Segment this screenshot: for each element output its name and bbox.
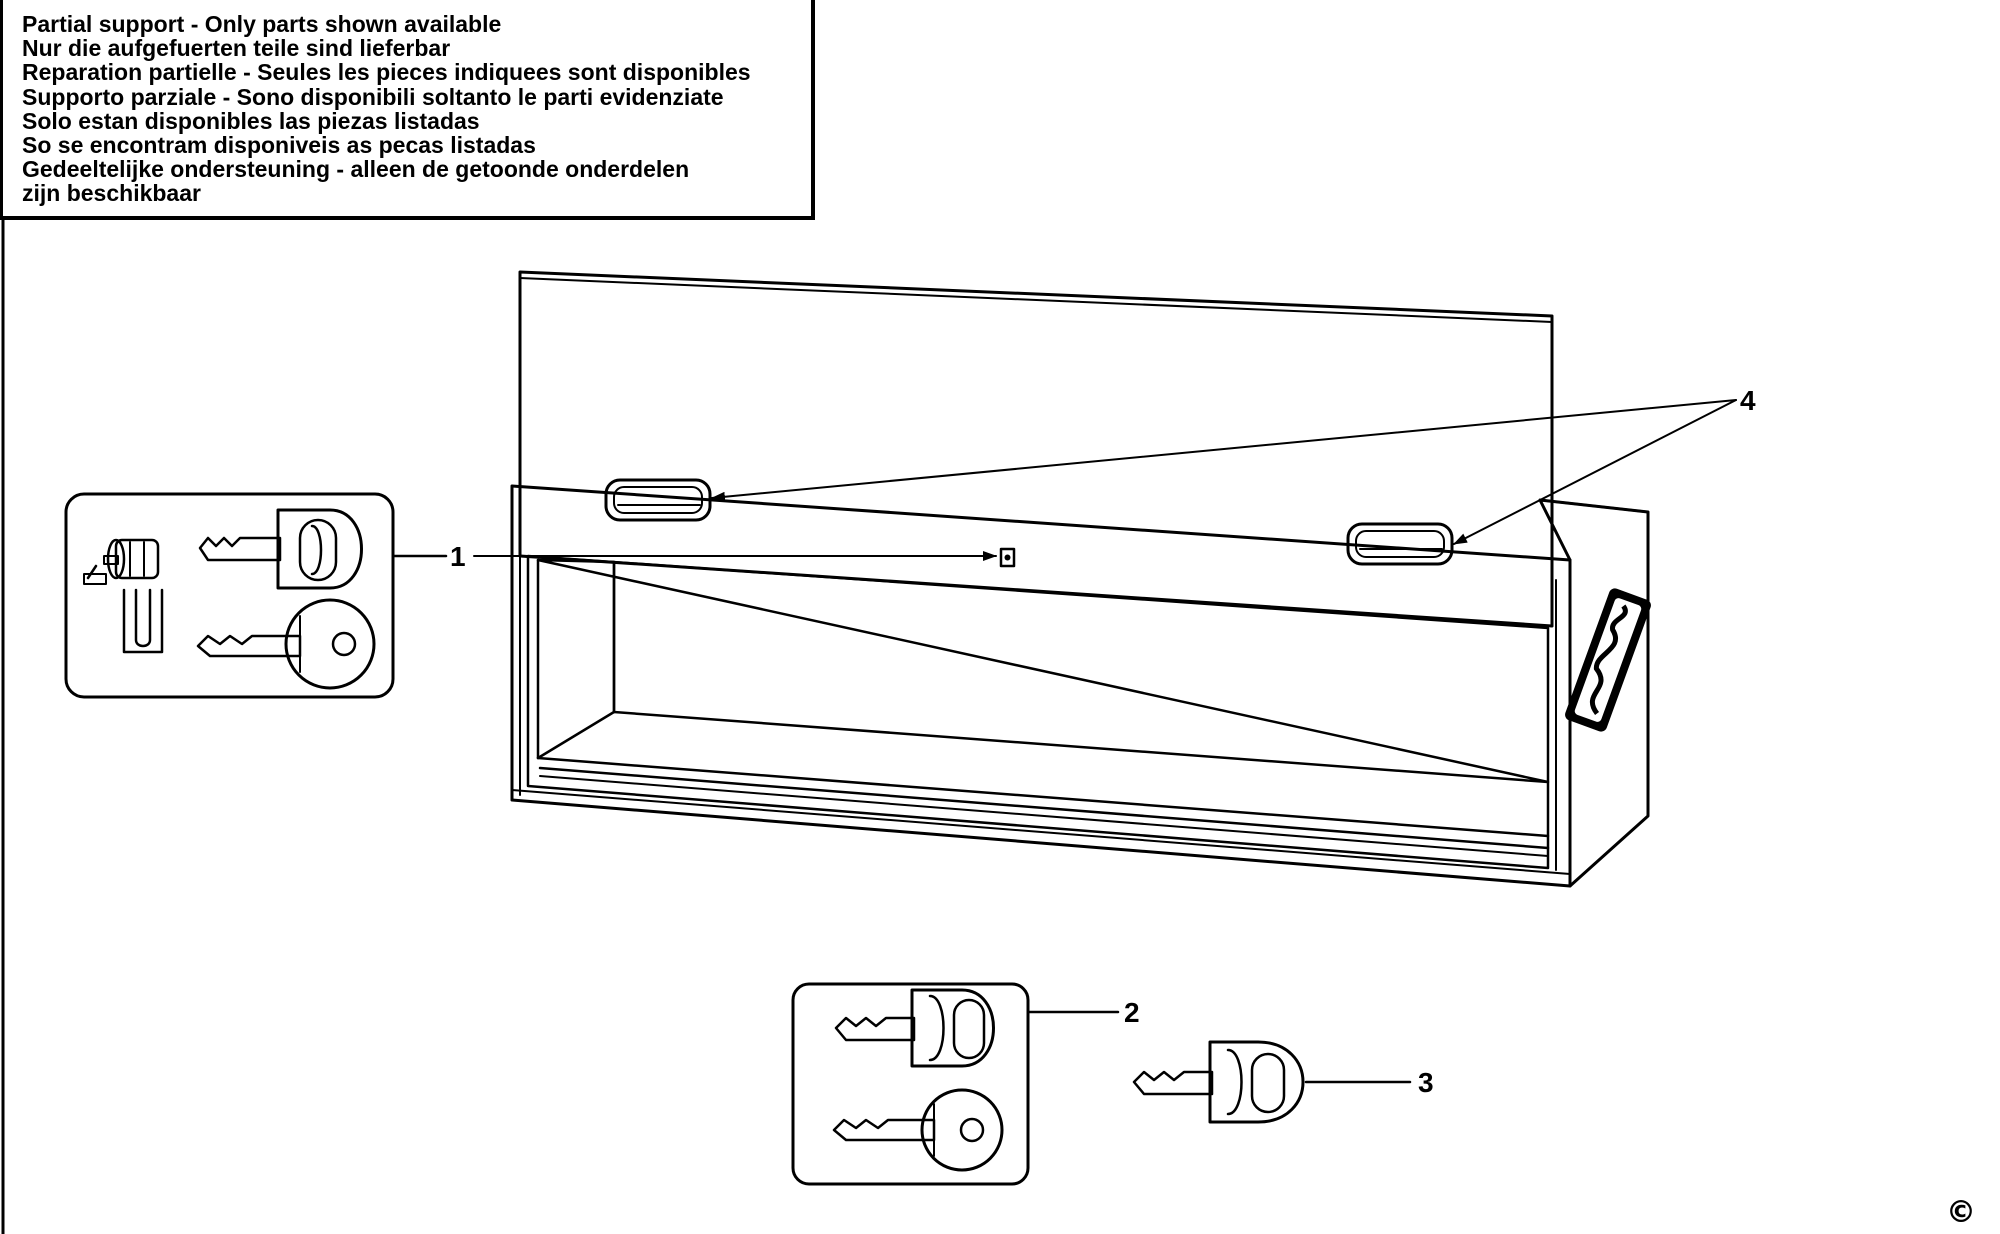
- lock-cylinder-icon: [83, 538, 160, 585]
- availability-notice: Partial support - Only parts shown avail…: [0, 0, 815, 220]
- callout-1-label: 1: [450, 541, 466, 572]
- notice-line-en: Partial support - Only parts shown avail…: [22, 11, 502, 37]
- tool-chest-body: [510, 484, 1650, 888]
- notice-line-nl: Gedeeltelijke ondersteuning - alleen de …: [22, 156, 690, 183]
- key-icon: [1132, 1040, 1305, 1124]
- callout-3-label: 3: [1418, 1067, 1434, 1098]
- key-icon: [198, 508, 363, 590]
- callout-4-arrow-left: [711, 399, 1737, 502]
- handle-left: [604, 478, 712, 522]
- key-icon: [832, 1088, 1004, 1172]
- brand-logo: [1565, 588, 1651, 732]
- callout-4-arrow-right: [1453, 399, 1737, 545]
- copyright-mark: ©: [1946, 1195, 1976, 1230]
- notice-line-pt: So se encontram disponiveis as pecas lis…: [22, 132, 536, 159]
- notice-line-fr: Reparation partielle - Seules les pieces…: [22, 59, 751, 86]
- lock-clip-icon: [122, 588, 164, 654]
- callout-2-label: 2: [1124, 997, 1140, 1028]
- notice-line-it: Supporto parziale - Sono disponibili sol…: [22, 83, 724, 110]
- key-icon: [834, 988, 995, 1068]
- chest-lid: [518, 270, 1554, 628]
- notice-line-nl-cont: zijn beschikbaar: [22, 180, 201, 207]
- inset-key-set: [791, 982, 1030, 1186]
- handle-right: [1346, 522, 1454, 566]
- notice-line-de: Nur die aufgefuerten teile sind lieferba…: [22, 35, 451, 62]
- key-icon: [196, 598, 376, 690]
- notice-line-es: Solo estan disponibles las piezas listad…: [22, 107, 480, 134]
- callout-4-label: 4: [1740, 385, 1756, 416]
- inset-lock-kit: [64, 492, 395, 699]
- lid-lock: [999, 547, 1016, 568]
